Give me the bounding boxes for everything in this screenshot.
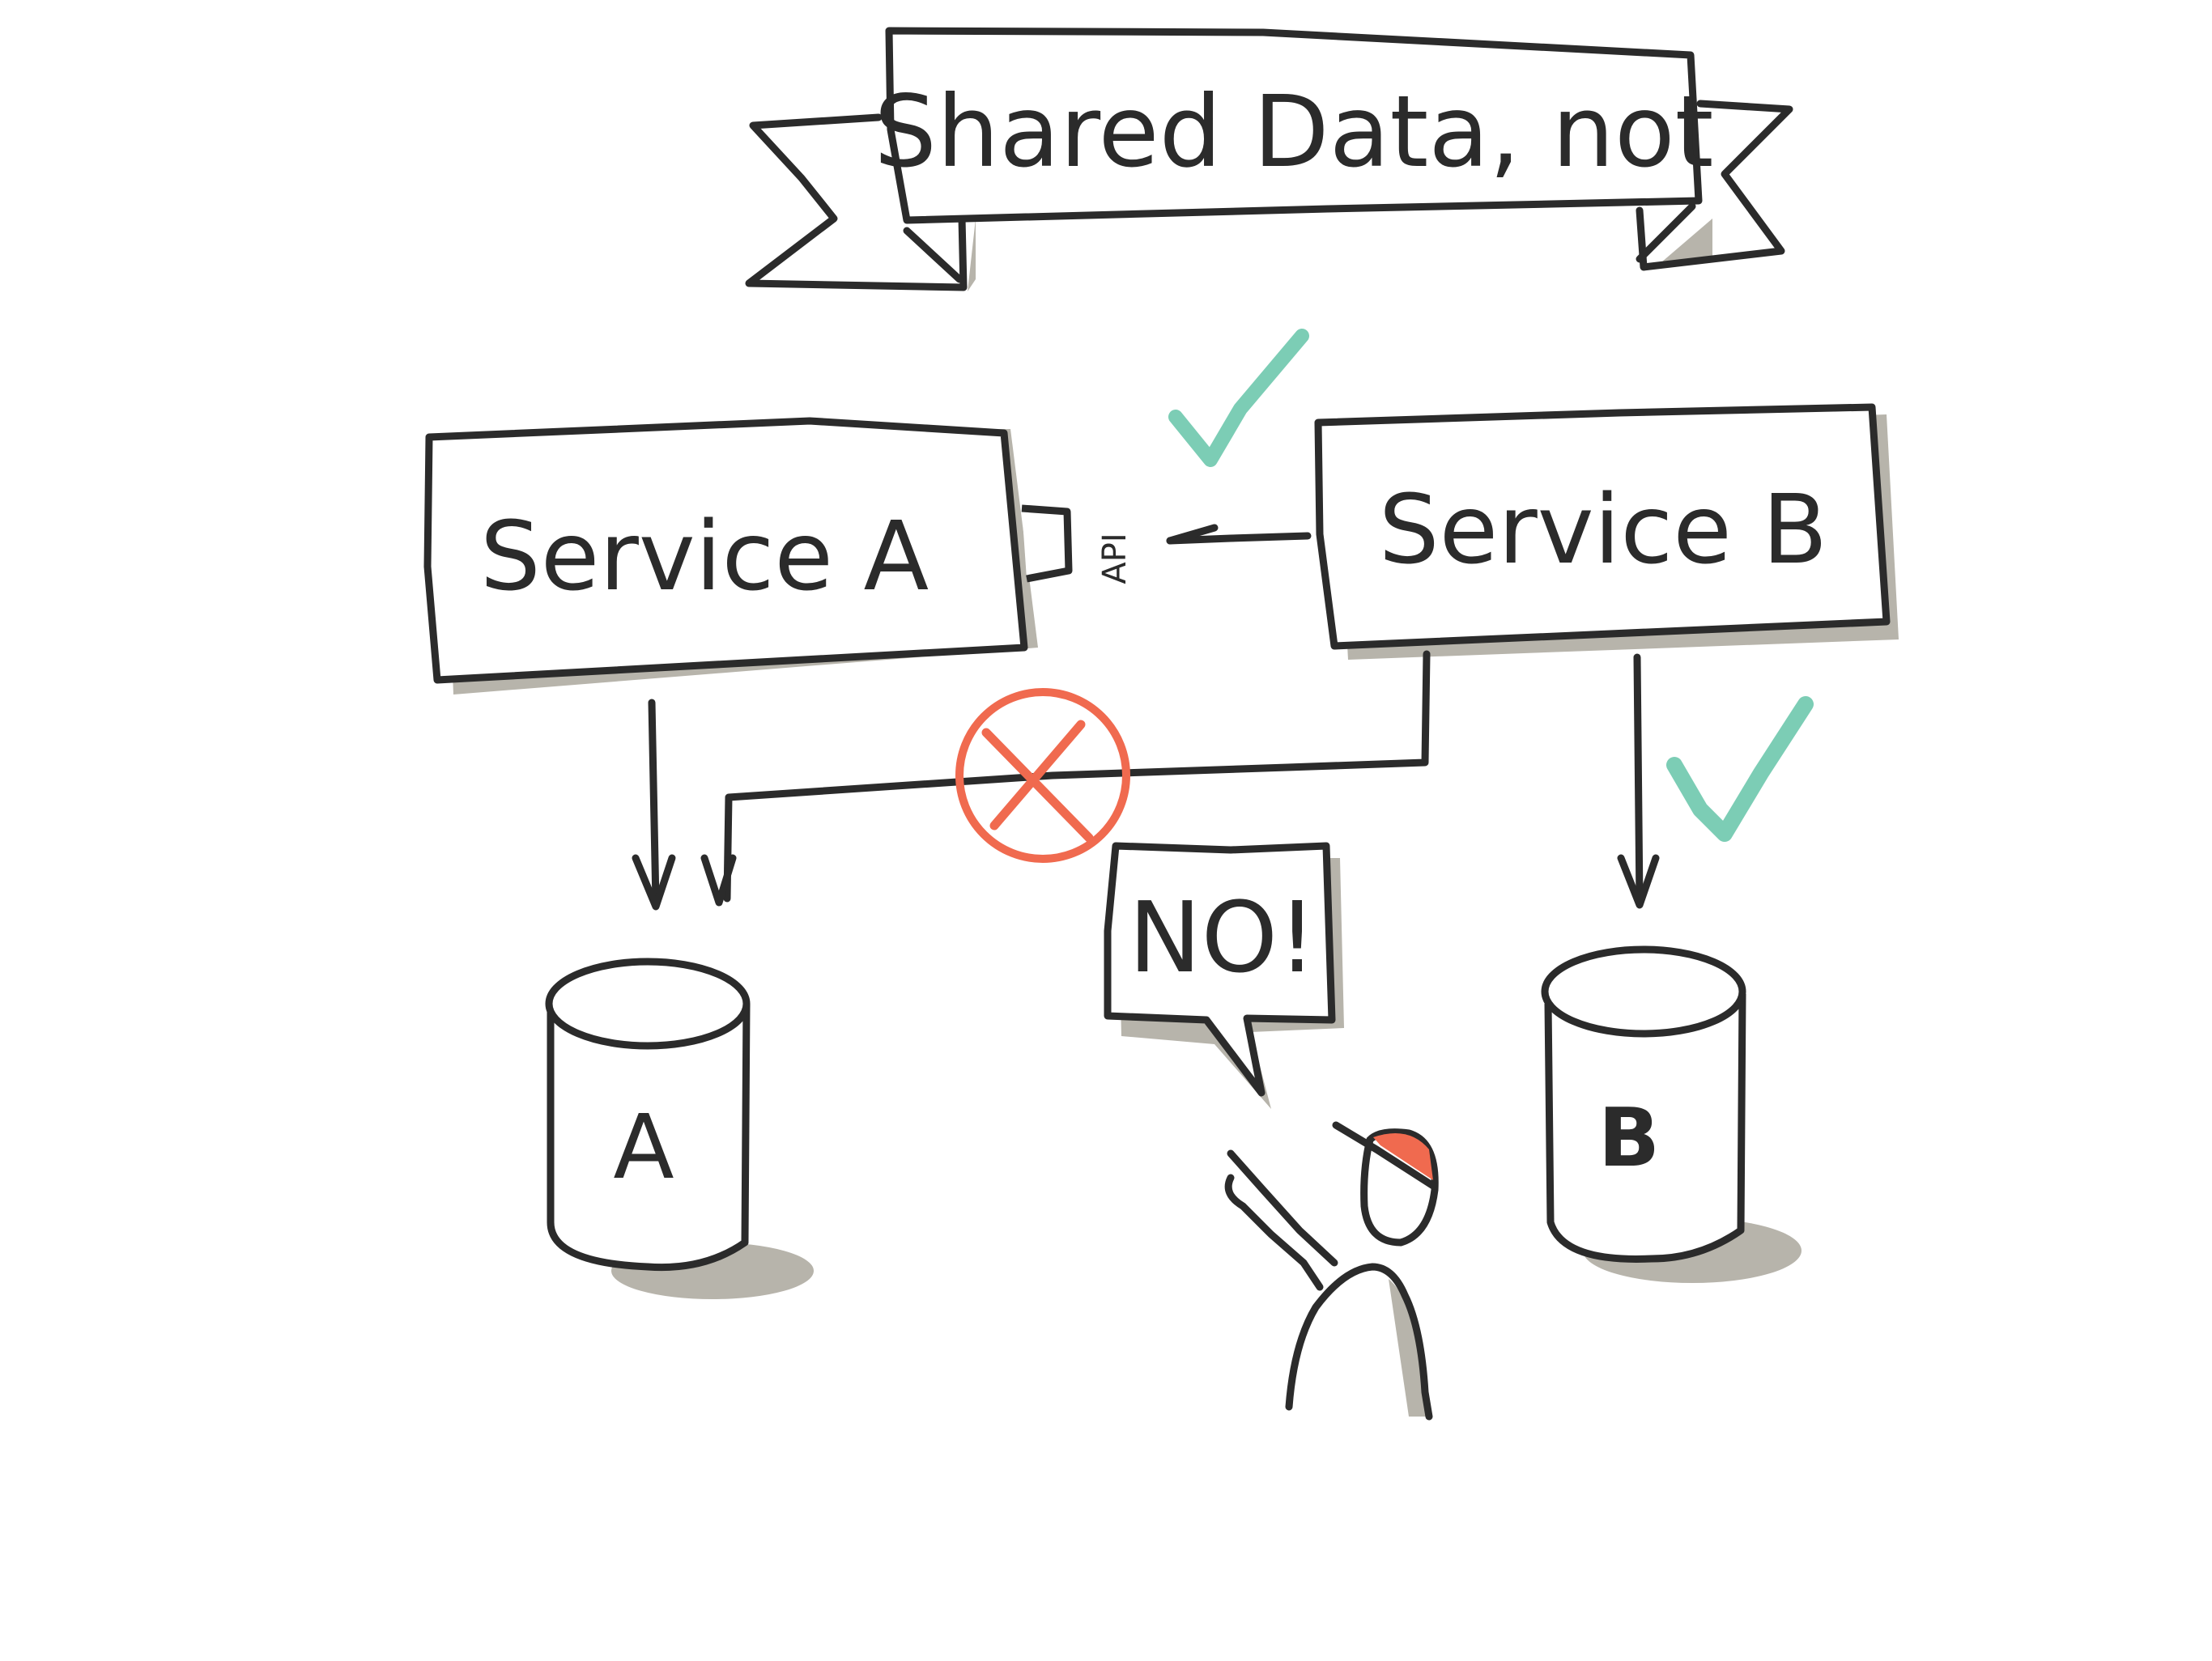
forbidden-circle	[955, 688, 1130, 863]
database-b: B	[1541, 945, 1802, 1283]
arrow-service-b-to-db-a	[723, 650, 1431, 903]
database-a-body	[547, 1003, 751, 1272]
banner-ribbon	[885, 27, 1703, 224]
banner-fold	[1636, 202, 1696, 263]
cap-brim	[1332, 1121, 1437, 1190]
service-a-label: Service A	[480, 500, 929, 612]
database-b-top	[1541, 945, 1746, 1038]
person-icon	[1224, 1121, 1439, 1421]
check-icon-api	[1168, 329, 1309, 467]
banner-fold	[903, 227, 963, 283]
arrowhead	[632, 854, 676, 911]
body-shadow	[1389, 1279, 1429, 1417]
check-icon-db-b	[1666, 696, 1814, 842]
person-arm	[1227, 1149, 1338, 1267]
database-arrows	[632, 650, 1814, 911]
banner-left-tail	[745, 113, 968, 291]
arrow-service-a-to-db-a	[648, 699, 660, 907]
banner-shadow	[968, 219, 976, 291]
database-a-label: A	[613, 1095, 674, 1199]
database-b-label: B	[1598, 1090, 1660, 1185]
person-cap	[1373, 1133, 1433, 1180]
line-tick	[1166, 524, 1219, 545]
service-a-box	[423, 417, 1028, 684]
speech-text: NO!	[1129, 882, 1317, 995]
arrow-service-b-to-db-b	[1633, 653, 1644, 907]
person-body	[1285, 1263, 1433, 1421]
service-b-label: Service B	[1379, 474, 1828, 585]
service-a: Service A	[423, 417, 1038, 695]
cross-icon	[989, 720, 1086, 830]
database-a-top	[545, 958, 751, 1050]
arrowhead	[700, 854, 737, 907]
api-connection: API	[1021, 329, 1312, 584]
speech-bubble-shape	[1104, 842, 1336, 1097]
arrowhead	[1617, 854, 1660, 909]
database-b-body	[1544, 993, 1746, 1263]
service-b-box	[1314, 403, 1891, 650]
speech-bubble: NO!	[1104, 842, 1344, 1109]
forbidden-marker	[955, 688, 1130, 863]
interface-socket	[1021, 504, 1073, 583]
banner-shadow	[1656, 219, 1712, 267]
title-banner: Shared Data, not	[745, 27, 1793, 291]
cross-icon	[981, 728, 1094, 843]
service-b: Service B	[1314, 403, 1899, 660]
service-b-to-api-line	[1166, 532, 1312, 545]
interface-label: API	[1096, 533, 1134, 584]
person-arm	[1224, 1174, 1324, 1291]
database-a: A	[545, 958, 814, 1299]
banner-title: Shared Data, not	[874, 74, 1714, 189]
